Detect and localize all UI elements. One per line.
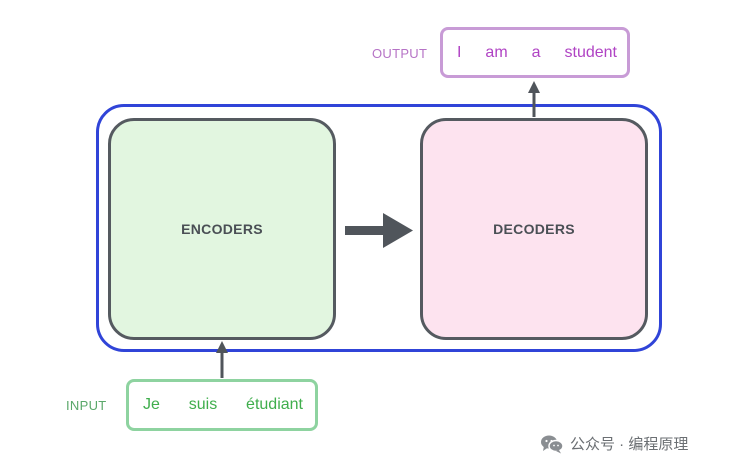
wechat-icon bbox=[541, 435, 564, 453]
input-sentence-box: Je suis étudiant bbox=[126, 379, 318, 431]
decoders-block: DECODERS bbox=[420, 118, 648, 340]
output-label: OUTPUT bbox=[372, 46, 428, 61]
output-word: a bbox=[531, 43, 541, 61]
watermark: 公众号 · 编程原理 bbox=[540, 433, 688, 454]
decoder-to-output-arrow bbox=[528, 81, 540, 117]
input-word: étudiant bbox=[246, 396, 303, 413]
decoders-label: DECODERS bbox=[493, 221, 575, 237]
output-word: student bbox=[564, 43, 617, 61]
input-word: suis bbox=[188, 396, 218, 413]
watermark-text: 公众号 · 编程原理 bbox=[570, 436, 689, 453]
encoders-label: ENCODERS bbox=[181, 221, 263, 237]
transformer-outer-box bbox=[96, 104, 662, 352]
output-sentence-box: I am a student bbox=[440, 27, 630, 78]
encoder-to-decoder-arrow bbox=[345, 213, 413, 248]
input-to-encoder-arrow bbox=[216, 341, 228, 378]
input-label: INPUT bbox=[66, 398, 107, 413]
input-word: Je bbox=[143, 396, 160, 413]
output-word: I bbox=[457, 43, 462, 61]
output-word: am bbox=[485, 43, 508, 61]
encoders-block: ENCODERS bbox=[108, 118, 336, 340]
